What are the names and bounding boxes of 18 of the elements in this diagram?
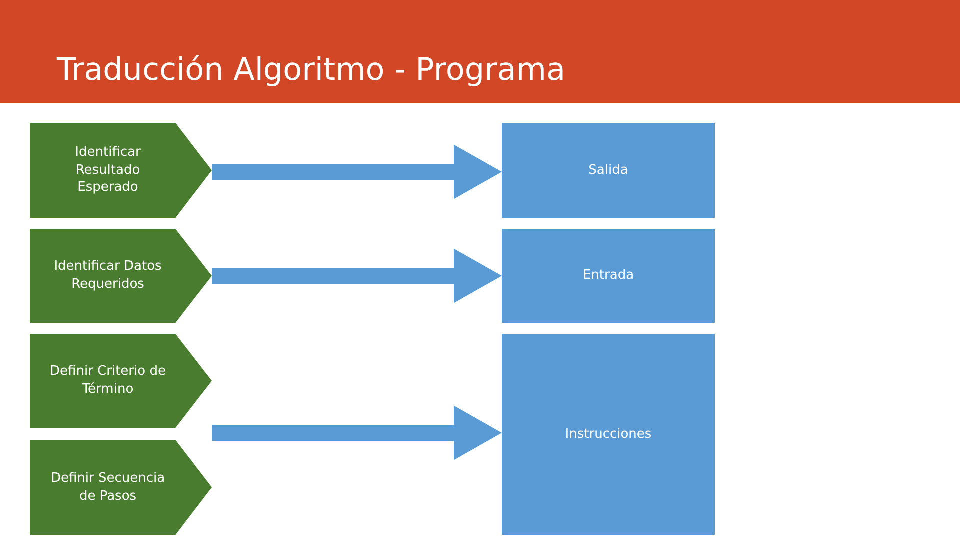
node-label: Identificar Datos Requeridos (53, 258, 163, 294)
block-arrow (212, 248, 502, 304)
process-box (502, 334, 715, 535)
slide-title: Traducción Algoritmo - Programa (57, 52, 566, 88)
node-label: Entrada (582, 267, 634, 285)
node-label: Definir Criterio de Término (49, 363, 167, 399)
node-label: Identificar Resultado Esperado (74, 144, 142, 197)
process-box (502, 229, 715, 323)
chevron-step (30, 440, 212, 535)
block-arrow (212, 144, 502, 200)
chevron-step (30, 229, 212, 323)
block-arrow (212, 406, 502, 460)
chevron-step (30, 123, 212, 218)
node-label: Salida (588, 162, 628, 180)
node-label: Instrucciones (565, 426, 652, 444)
chevron-step (30, 334, 212, 428)
process-box (502, 123, 715, 218)
node-label: Definir Secuencia de Pasos (50, 470, 166, 506)
